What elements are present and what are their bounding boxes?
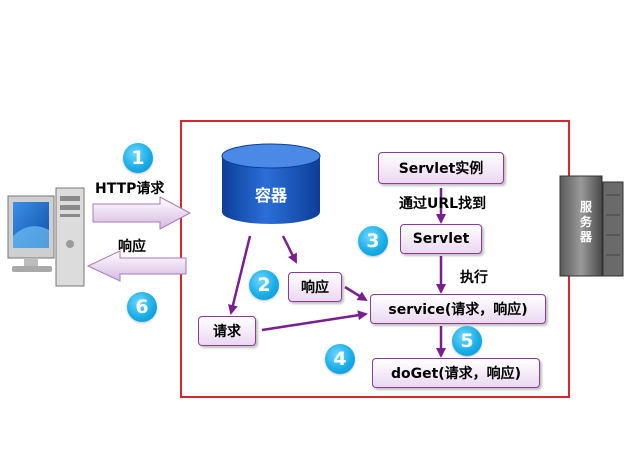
http-request-arrow — [92, 196, 192, 230]
request-box: 请求 — [198, 316, 256, 346]
find-by-url-label: 通过URL找到 — [399, 196, 487, 212]
http-request-label: HTTP请求 — [95, 181, 165, 197]
container-to-request-arrow — [228, 235, 252, 315]
response-to-service-arrow — [344, 285, 368, 302]
step-badge-6: 6 — [127, 292, 157, 322]
server-icon — [559, 175, 624, 277]
step-badge-4: 4 — [325, 344, 355, 374]
step-badge-5: 5 — [452, 326, 482, 356]
container-label: 容器 — [254, 186, 287, 205]
request-to-service-arrow — [261, 310, 368, 332]
servlet-box: Servlet — [400, 224, 482, 254]
doget-box: doGet(请求，响应) — [372, 358, 540, 388]
client-response-label: 响应 — [118, 239, 146, 255]
server-label: 服 务 器 — [579, 200, 592, 244]
service-box: service(请求，响应) — [370, 294, 546, 324]
container-cylinder — [221, 143, 321, 224]
client-computer-icon — [7, 187, 85, 287]
response-arrow — [86, 250, 187, 282]
step-badge-3: 3 — [358, 226, 388, 256]
step-badge-1: 1 — [123, 143, 153, 173]
response-box: 响应 — [288, 272, 342, 302]
container-to-response-arrow — [281, 235, 298, 264]
step-badge-2: 2 — [249, 270, 279, 300]
servlet-instance-box: Servlet实例 — [378, 152, 504, 184]
execute-label: 执行 — [460, 270, 488, 286]
